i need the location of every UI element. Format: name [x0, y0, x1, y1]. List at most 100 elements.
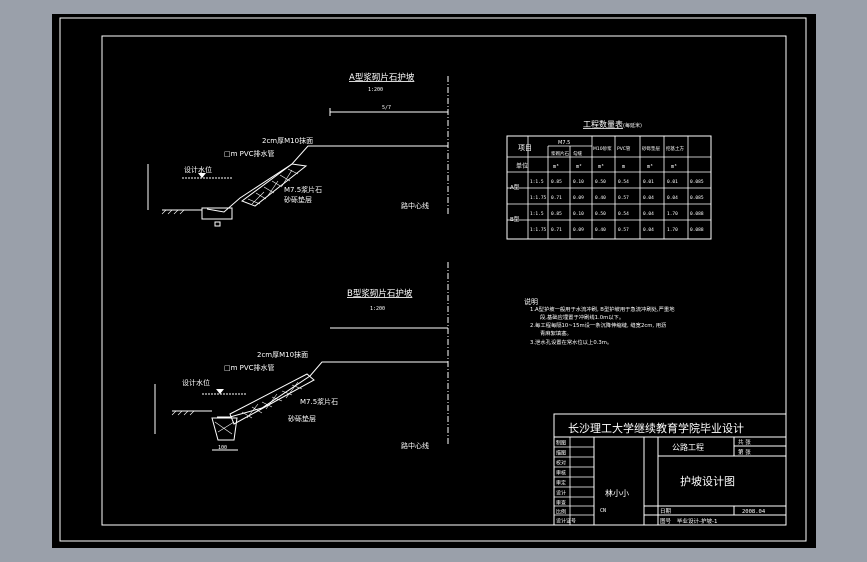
- section-a-toe: [201, 207, 233, 220]
- notes-line-4: 青麻絮填塞。: [540, 329, 572, 337]
- section-b-masonry: [229, 373, 315, 425]
- table-cell: 0.01: [667, 179, 678, 185]
- title-block-label: 审核: [556, 470, 566, 477]
- table-cell: 0.40: [595, 227, 606, 233]
- table-cell: 0.71: [551, 227, 562, 233]
- section-a-water-label: 设计水位: [184, 165, 212, 174]
- date-value: 2008.04: [742, 509, 766, 515]
- table-cell: 0.85: [551, 179, 562, 185]
- table-title: 工程数量表: [583, 119, 623, 129]
- table-cell: 0.57: [618, 195, 629, 201]
- section-b-bedding-label: 砂砾垫层: [288, 414, 316, 423]
- table-header-joint: 勾缝: [573, 150, 582, 157]
- table-row-ratio: 1:1.75: [530, 227, 547, 233]
- title-block-label: 设计证号: [556, 518, 576, 525]
- section-b-drain-label: □m PVC排水管: [224, 363, 275, 372]
- table-cell: 0.088: [690, 227, 704, 233]
- section-a-bedding-label: 砂砾垫层: [284, 195, 312, 204]
- notes-heading: 说明: [524, 297, 538, 306]
- table-unit-cell: m³: [598, 164, 604, 170]
- project-name: 公路工程: [672, 442, 704, 452]
- table-cell: 0.09: [573, 227, 584, 233]
- table-header-masonry: M7.5: [558, 140, 570, 146]
- title-block-label: 描图: [556, 450, 566, 457]
- table-row-type: B型: [510, 215, 520, 223]
- table-cell: 0.09: [573, 195, 584, 201]
- table-cell: 0.54: [618, 211, 629, 217]
- table-cell: 0.088: [690, 211, 704, 217]
- section-a: A型浆砌片石护坡 1:200 5/7 2cm厚M: [147, 72, 449, 227]
- table-cell: 0.10: [573, 211, 584, 217]
- section-a-width-label: 5/7: [382, 105, 391, 111]
- table-row-ratio: 1:1.75: [530, 195, 547, 201]
- table-cell: 0.085: [690, 195, 704, 201]
- table-cell: 0.50: [595, 211, 606, 217]
- table-cell: 0.57: [618, 227, 629, 233]
- section-b-foot: [211, 417, 238, 441]
- section-a-scale: 1:200: [368, 87, 383, 93]
- section-a-masonry-label: M7.5浆片石: [284, 185, 322, 194]
- table-cell: 0.71: [551, 195, 562, 201]
- notes-line-1: 1.A型护坡一般用于水流冲刷, B型护坡用于急流冲刷处,严重地: [530, 305, 675, 313]
- title-block-label: 审定: [556, 480, 566, 487]
- table-cell: 0.01: [643, 179, 654, 185]
- table-cell: 1.70: [667, 227, 678, 233]
- section-b-slope-line: [217, 361, 330, 418]
- table-cell: 0.50: [595, 179, 606, 185]
- school-name: 长沙理工大学继续教育学院毕业设计: [568, 421, 744, 435]
- outer-border: [59, 17, 807, 542]
- table-cell: 0.085: [690, 179, 704, 185]
- table-cell: 0.04: [643, 211, 654, 217]
- notes: 说明 1.A型护坡一般用于水流冲刷, B型护坡用于急流冲刷处,严重地 段,基础应…: [524, 297, 675, 346]
- drawing-no-label: 图号: [660, 517, 672, 525]
- section-a-drain-label: □m PVC排水管: [224, 149, 275, 158]
- table-unit-cell: m³: [647, 164, 653, 170]
- table-cell: 1.70: [667, 211, 678, 217]
- notes-line-5: 3.泄水孔设置在常水位以上0.3m。: [530, 338, 612, 346]
- drawing-no: 毕业设计-护坡-1: [677, 517, 717, 525]
- table-cell: 0.04: [643, 227, 654, 233]
- title-block-label: 比例: [556, 509, 566, 516]
- cad-viewport[interactable]: A型浆砌片石护坡 1:200 5/7 2cm厚M: [52, 14, 816, 548]
- table-header-masonry-sub: 浆砌片石: [551, 150, 569, 157]
- section-b-water-label: 设计水位: [182, 378, 210, 387]
- sheet-total: 共 张: [738, 438, 751, 446]
- section-a-joint-label: 2cm厚M10抹面: [262, 136, 313, 145]
- section-b-joint-label: 2cm厚M10抹面: [257, 350, 308, 359]
- section-b-masonry-label: M7.5浆片石: [300, 397, 338, 406]
- section-a-slope-line: [206, 145, 330, 213]
- notes-line-2: 段,基础应埋置于冲刷线1.0m以下。: [540, 313, 624, 321]
- table-cell: 0.85: [551, 211, 562, 217]
- table-unit-cell: m²: [576, 164, 582, 170]
- table-unit-cell: m³: [553, 164, 559, 170]
- table-header-item: 项目: [518, 144, 532, 152]
- table-header-pvc: PVC管: [617, 145, 631, 152]
- section-a-masonry: [240, 163, 308, 207]
- table-cell: 0.54: [618, 179, 629, 185]
- section-b-centerline-label: 路中心线: [401, 441, 429, 450]
- table-row-ratio: 1:1.5: [530, 179, 544, 185]
- designer-name: 林小小: [605, 488, 629, 498]
- notes-line-3: 2.每工程每隔10~15m设一条沉降伸缩缝, 缝宽2cm, 用沥: [530, 321, 666, 329]
- table-cell: 0.40: [595, 195, 606, 201]
- scale-value: CN: [600, 508, 606, 514]
- inner-border: [101, 35, 787, 526]
- table-row-type: A型: [510, 183, 520, 191]
- table-header-excavation: 挖基土方: [666, 145, 684, 152]
- title-block-label: 审查: [556, 500, 566, 507]
- table-unit-label: 单位: [516, 162, 528, 170]
- section-b-foot-width: 100: [218, 445, 227, 451]
- title-block-label: 校对: [556, 460, 566, 467]
- section-b-title: B型浆砌片石护坡: [347, 288, 413, 299]
- date-label: 日期: [660, 508, 672, 515]
- table-header-bedding: 砂砾垫层: [642, 145, 660, 152]
- table-cell: 0.04: [667, 195, 678, 201]
- table-unit-cell: m: [622, 164, 625, 170]
- section-b: B型浆砌片石护坡 1:200 100 2cm厚M10抹面 □m PVC排水管: [154, 262, 449, 451]
- table-cell: 0.04: [643, 195, 654, 201]
- table-cell: 0.10: [573, 179, 584, 185]
- title-block-label: 设计: [556, 490, 566, 497]
- table-unit-note: (每延米): [623, 122, 642, 129]
